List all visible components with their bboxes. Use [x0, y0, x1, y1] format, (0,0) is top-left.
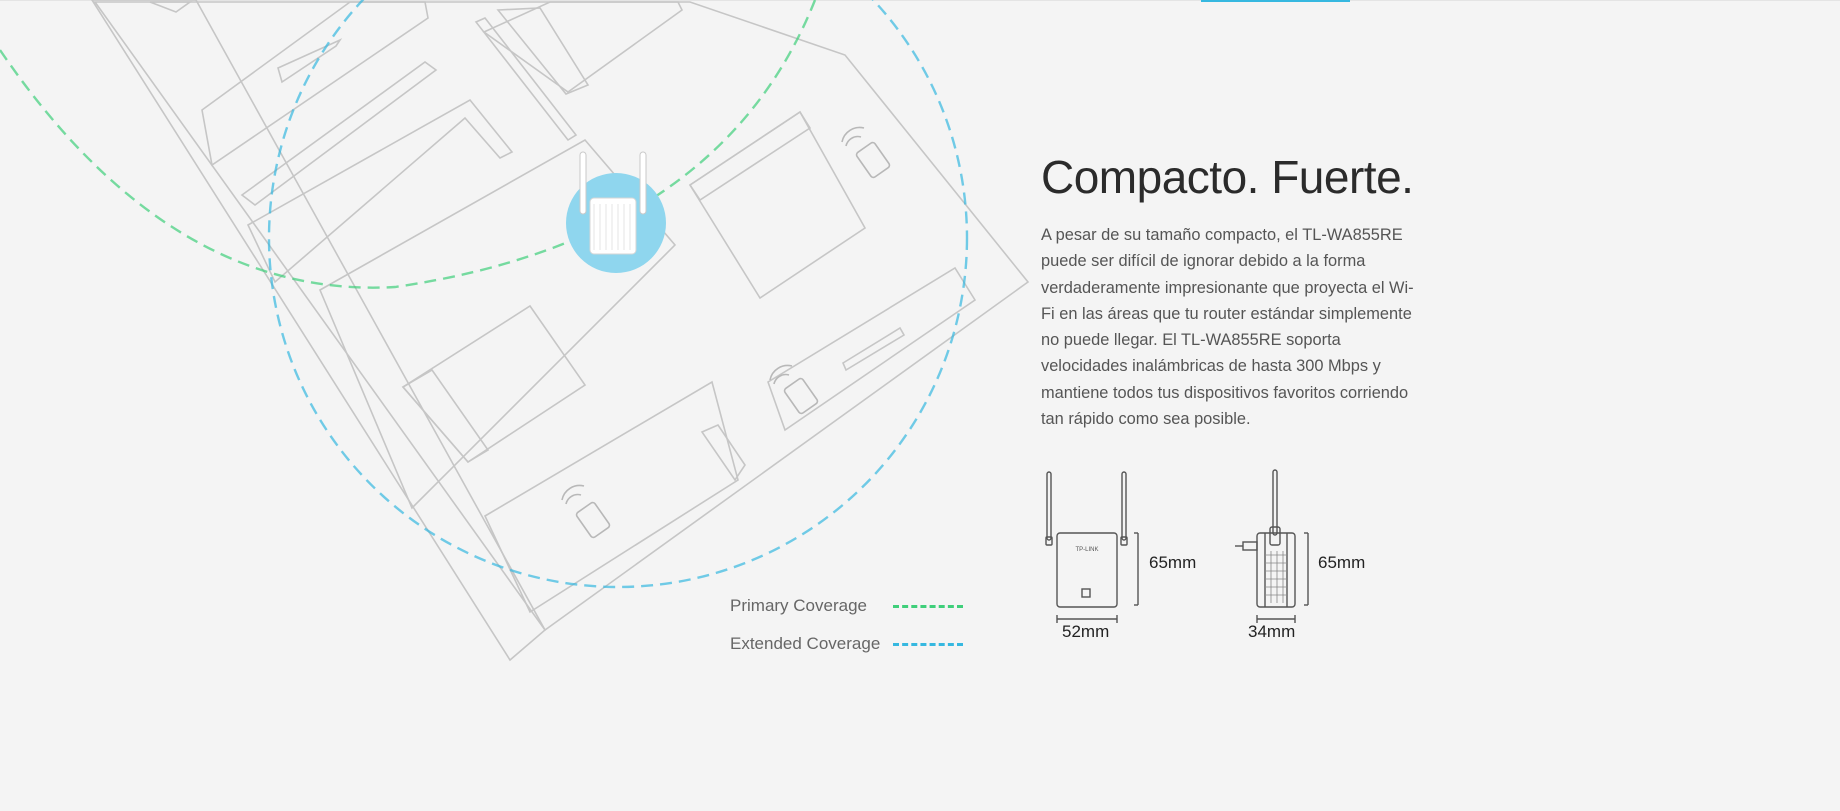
side-height-label: 65mm	[1318, 553, 1366, 572]
coverage-legend: Primary Coverage Extended Coverage	[730, 587, 963, 663]
floorplan-walls	[91, 0, 1030, 662]
primary-coverage-arc	[0, 0, 817, 289]
legend-item-extended: Extended Coverage	[730, 625, 963, 663]
legend-label-extended: Extended Coverage	[730, 634, 881, 653]
range-extender-device	[566, 151, 666, 273]
client-devices	[561, 126, 891, 539]
top-divider	[0, 0, 1840, 1]
product-dimension-drawings: TP-LINK	[1045, 469, 1309, 623]
active-tab-indicator	[1201, 0, 1350, 2]
front-width-label: 52mm	[1062, 622, 1110, 641]
section-description: A pesar de su tamaño compacto, el TL-WA8…	[1041, 226, 1414, 429]
section-heading: Compacto. Fuerte.	[1041, 151, 1414, 203]
front-height-label: 65mm	[1149, 553, 1197, 572]
legend-item-primary: Primary Coverage	[730, 587, 963, 625]
brand-label: TP-LINK	[1075, 547, 1098, 553]
side-view-drawing	[1235, 469, 1309, 623]
feature-section: Compacto. Fuerte. A pesar de su tamaño c…	[1041, 148, 1421, 432]
legend-line-primary	[893, 604, 963, 608]
extended-coverage-circle	[267, 0, 969, 589]
tablet-icon	[841, 126, 891, 179]
front-view-drawing	[1045, 471, 1139, 623]
tablet-icon	[769, 364, 819, 415]
side-depth-label: 34mm	[1248, 622, 1296, 641]
floorplan-illustration	[0, 0, 1030, 662]
tablet-icon	[561, 484, 611, 539]
legend-line-extended	[893, 642, 963, 646]
legend-label-primary: Primary Coverage	[730, 596, 867, 615]
